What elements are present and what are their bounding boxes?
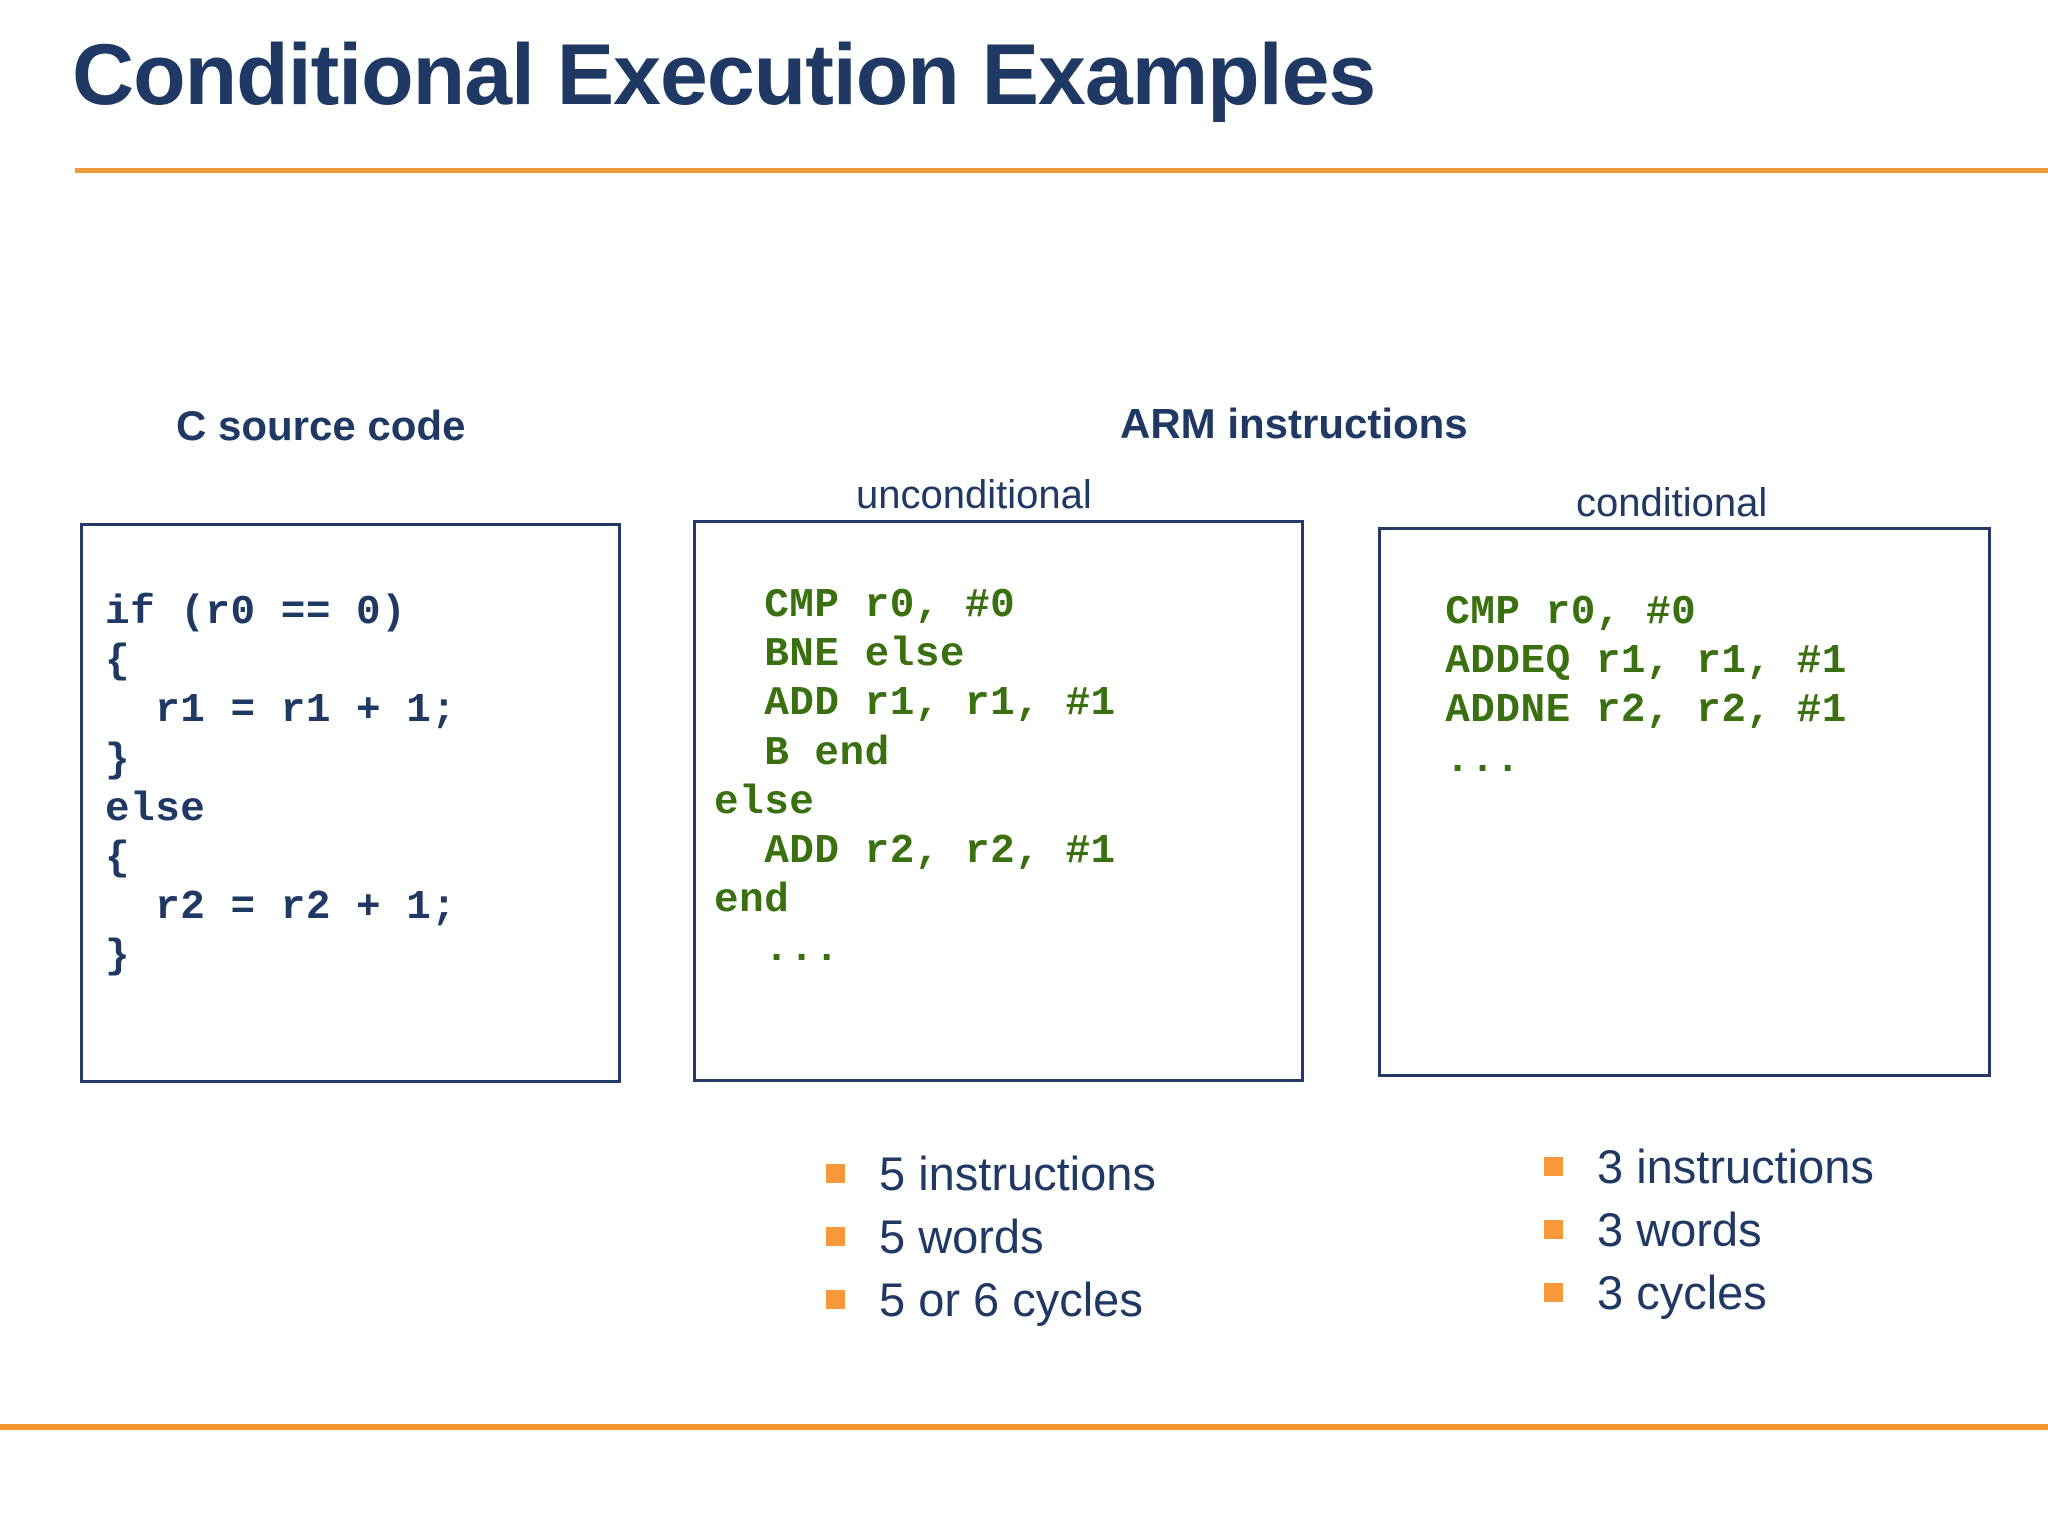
code-line: end bbox=[714, 878, 790, 925]
code-line: ... bbox=[1395, 737, 1521, 784]
list-item-label: 5 instructions bbox=[879, 1147, 1156, 1200]
code-line: { bbox=[105, 835, 131, 882]
list-item-label: 3 cycles bbox=[1597, 1266, 1767, 1319]
code-line bbox=[1395, 933, 1847, 982]
code-line: r2 = r2 + 1; bbox=[105, 885, 457, 932]
c-source-code-box: if (r0 == 0){ r1 = r1 + 1;}else{ r2 = r2… bbox=[80, 523, 621, 1083]
unconditional-code-box: CMP r0, #0 BNE else ADD r1, r1, #1 B end… bbox=[693, 520, 1304, 1082]
conditional-code-box: CMP r0, #0 ADDEQ r1, r1, #1 ADDNE r2, r2… bbox=[1378, 527, 1991, 1077]
code-line: BNE else bbox=[714, 632, 966, 679]
square-bullet-icon bbox=[826, 1227, 845, 1246]
code-line: if (r0 == 0) bbox=[105, 590, 407, 636]
footer-divider-rule bbox=[0, 1424, 2048, 1430]
list-item-label: 3 instructions bbox=[1597, 1140, 1874, 1193]
square-bullet-icon bbox=[826, 1290, 845, 1309]
list-item-label: 3 words bbox=[1597, 1203, 1762, 1256]
code-line: ADDEQ r1, r1, #1 bbox=[1395, 639, 1847, 686]
code-line: } bbox=[105, 934, 131, 981]
code-line: } bbox=[105, 737, 131, 784]
list-item-label: 5 words bbox=[879, 1210, 1044, 1263]
conditional-stats-list: 3 instructions 3 words 3 cycles bbox=[1544, 1135, 1874, 1324]
code-line: { bbox=[105, 639, 131, 686]
list-item-label: 5 or 6 cycles bbox=[879, 1273, 1143, 1326]
list-item: 5 words bbox=[826, 1205, 1156, 1268]
square-bullet-icon bbox=[826, 1164, 845, 1183]
code-line bbox=[1395, 786, 1847, 835]
unconditional-stats-list: 5 instructions 5 words 5 or 6 cycles bbox=[826, 1142, 1156, 1331]
list-item: 5 or 6 cycles bbox=[826, 1268, 1156, 1331]
list-item: 3 cycles bbox=[1544, 1261, 1874, 1324]
square-bullet-icon bbox=[1544, 1157, 1563, 1176]
c-source-heading: C source code bbox=[176, 402, 466, 449]
code-line: ... bbox=[714, 927, 840, 974]
code-line: ADD r2, r2, #1 bbox=[714, 828, 1116, 875]
list-item: 3 instructions bbox=[1544, 1135, 1874, 1198]
code-line bbox=[1395, 835, 1847, 884]
code-line: CMP r0, #0 bbox=[714, 583, 1016, 629]
code-line: ADDNE r2, r2, #1 bbox=[1395, 688, 1847, 735]
list-item: 5 instructions bbox=[826, 1142, 1156, 1205]
square-bullet-icon bbox=[1544, 1283, 1563, 1302]
code-line: else bbox=[105, 786, 206, 833]
title-divider-rule bbox=[75, 168, 2048, 173]
c-source-code-text: if (r0 == 0){ r1 = r1 + 1;}else{ r2 = r2… bbox=[83, 567, 456, 983]
code-line bbox=[1395, 884, 1847, 933]
code-line: r1 = r1 + 1; bbox=[105, 688, 457, 735]
code-line: CMP r0, #0 bbox=[1395, 590, 1697, 636]
conditional-asm-text: CMP r0, #0 ADDEQ r1, r1, #1 ADDNE r2, r2… bbox=[1381, 571, 1847, 1032]
page-title: Conditional Execution Examples bbox=[72, 27, 1376, 123]
conditional-label: conditional bbox=[1576, 481, 1768, 525]
code-line: ADD r1, r1, #1 bbox=[714, 681, 1116, 728]
code-line: else bbox=[714, 779, 815, 826]
unconditional-label: unconditional bbox=[856, 473, 1092, 517]
arm-instructions-heading: ARM instructions bbox=[1120, 400, 1468, 447]
code-line bbox=[714, 976, 1116, 1025]
list-item: 3 words bbox=[1544, 1198, 1874, 1261]
code-line bbox=[1395, 983, 1847, 1032]
code-line: B end bbox=[714, 730, 890, 777]
square-bullet-icon bbox=[1544, 1220, 1563, 1239]
unconditional-asm-text: CMP r0, #0 BNE else ADD r1, r1, #1 B end… bbox=[696, 564, 1116, 1025]
